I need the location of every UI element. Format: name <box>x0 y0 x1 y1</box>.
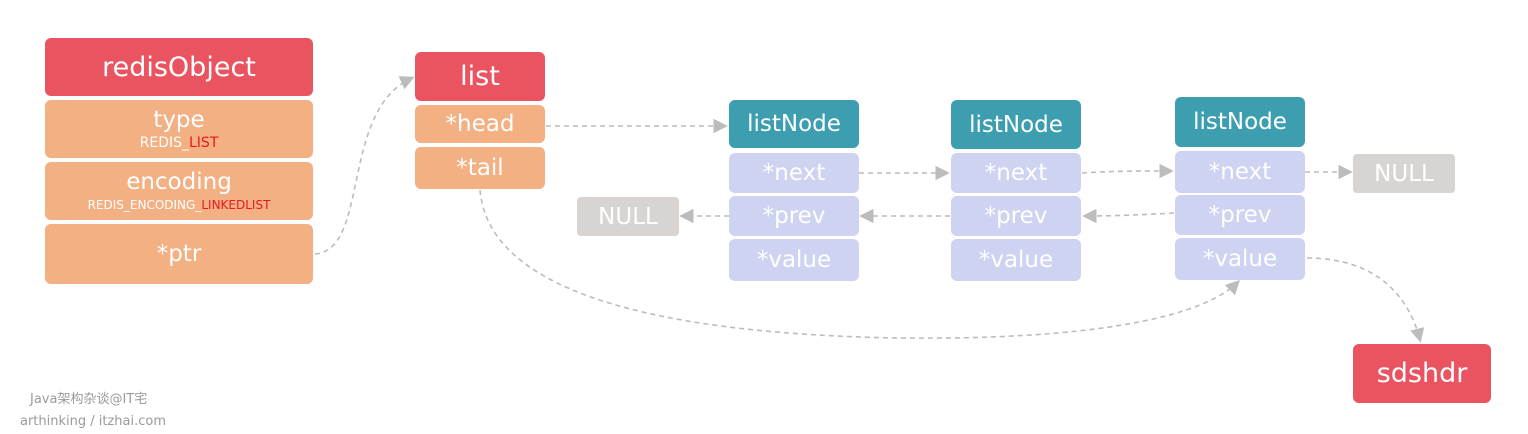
watermark-line-1: Java架构杂谈@IT宅 <box>30 392 148 407</box>
type-label: type <box>153 107 205 133</box>
list-node-2-next: *next <box>951 153 1081 193</box>
list-node-1-header: listNode <box>729 100 859 148</box>
list-node-title: listNode <box>969 111 1063 138</box>
sdshdr-label: sdshdr <box>1376 358 1468 389</box>
list-node-3-prev: *prev <box>1175 195 1305 235</box>
value-label: *value <box>1202 246 1278 272</box>
redis-object-title: redisObject <box>102 51 256 83</box>
null-right-box: NULL <box>1353 154 1455 193</box>
redis-object-encoding-field: encoding REDIS_ENCODING_LINKEDLIST <box>45 162 313 220</box>
list-node-2-header: listNode <box>951 100 1081 149</box>
encoding-label: encoding <box>126 169 232 195</box>
list-node-1-prev: *prev <box>729 196 859 236</box>
ptr-label: *ptr <box>156 241 202 267</box>
watermark-line-2: arthinking / itzhai.com <box>20 414 167 429</box>
next-label: *next <box>762 160 826 186</box>
list-node-3-header: listNode <box>1175 97 1305 147</box>
list-title: list <box>460 61 500 92</box>
sdshdr-box: sdshdr <box>1353 344 1491 403</box>
list-node-title: listNode <box>747 111 841 137</box>
value-to-sdshdr-arrow <box>1306 257 1425 343</box>
list-node-3-value: *value <box>1175 238 1305 280</box>
null-label: NULL <box>1374 160 1434 187</box>
list-node-2-value: *value <box>951 239 1081 281</box>
tail-to-node3-arrow <box>479 189 1241 339</box>
prev-label: *prev <box>762 203 826 229</box>
next-label: *next <box>1208 159 1272 185</box>
redis-object-type-field: type REDIS_LIST <box>45 100 313 158</box>
node3-prev-arrow <box>1082 208 1175 224</box>
type-value: REDIS_LIST <box>139 135 219 151</box>
null-left-box: NULL <box>577 197 679 236</box>
null-label: NULL <box>598 203 658 230</box>
prev-label: *prev <box>1208 202 1272 228</box>
next-label: *next <box>984 160 1048 186</box>
list-header: list <box>415 52 545 101</box>
redis-object-ptr-field: *ptr <box>45 224 313 284</box>
list-head-field: *head <box>415 105 545 143</box>
list-node-3-next: *next <box>1175 151 1305 193</box>
tail-label: *tail <box>456 155 504 181</box>
prev-label: *prev <box>984 203 1048 229</box>
encoding-value: REDIS_ENCODING_LINKEDLIST <box>87 198 271 212</box>
list-node-1-value: *value <box>729 239 859 281</box>
value-label: *value <box>756 247 832 273</box>
node2-next-arrow <box>1081 163 1174 179</box>
list-node-title: listNode <box>1193 109 1287 135</box>
list-tail-field: *tail <box>415 147 545 189</box>
head-label: *head <box>445 111 515 137</box>
redis-object-header: redisObject <box>45 38 313 96</box>
ptr-to-list-arrow <box>314 76 415 255</box>
list-node-1-next: *next <box>729 153 859 193</box>
list-node-2-prev: *prev <box>951 196 1081 236</box>
value-label: *value <box>978 247 1054 273</box>
